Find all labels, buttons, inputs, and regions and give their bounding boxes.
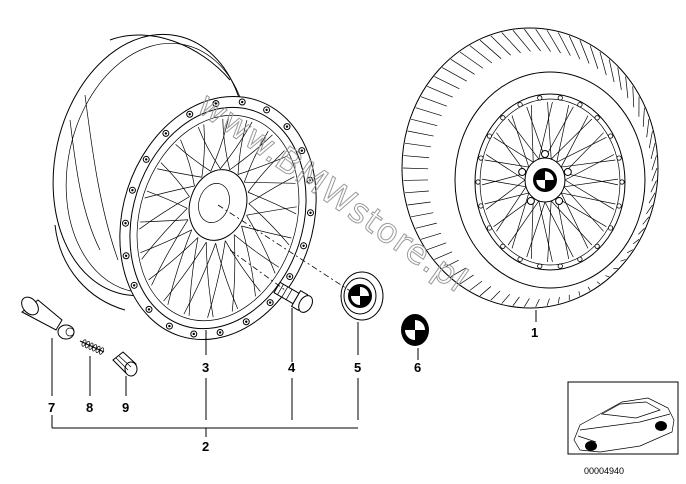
callout-5: 5 (354, 360, 361, 375)
callout-2: 2 (202, 439, 209, 454)
emblem-drawing[interactable] (401, 314, 429, 346)
drawing-number: 00004940 (584, 466, 624, 476)
vehicle-inset (567, 381, 679, 455)
callout-4: 4 (288, 360, 296, 375)
callout-6: 6 (414, 360, 421, 375)
callout-7: 7 (48, 400, 55, 415)
callout-3: 3 (202, 360, 209, 375)
valve-insert-drawing[interactable] (79, 339, 105, 355)
leader-lines (51, 308, 537, 437)
rim-drawing[interactable] (30, 16, 347, 365)
valve-cap-drawing[interactable] (112, 351, 138, 377)
wheel-with-tyre-drawing[interactable] (401, 27, 659, 309)
valve-drawing[interactable] (18, 294, 75, 340)
assembly-axis-lines (217, 204, 359, 297)
wheel-bolt-drawing[interactable] (273, 280, 316, 315)
callout-1: 1 (531, 325, 538, 340)
hub-cap-drawing[interactable] (340, 271, 384, 321)
callout-8: 8 (86, 400, 93, 415)
callout-9: 9 (122, 400, 129, 415)
